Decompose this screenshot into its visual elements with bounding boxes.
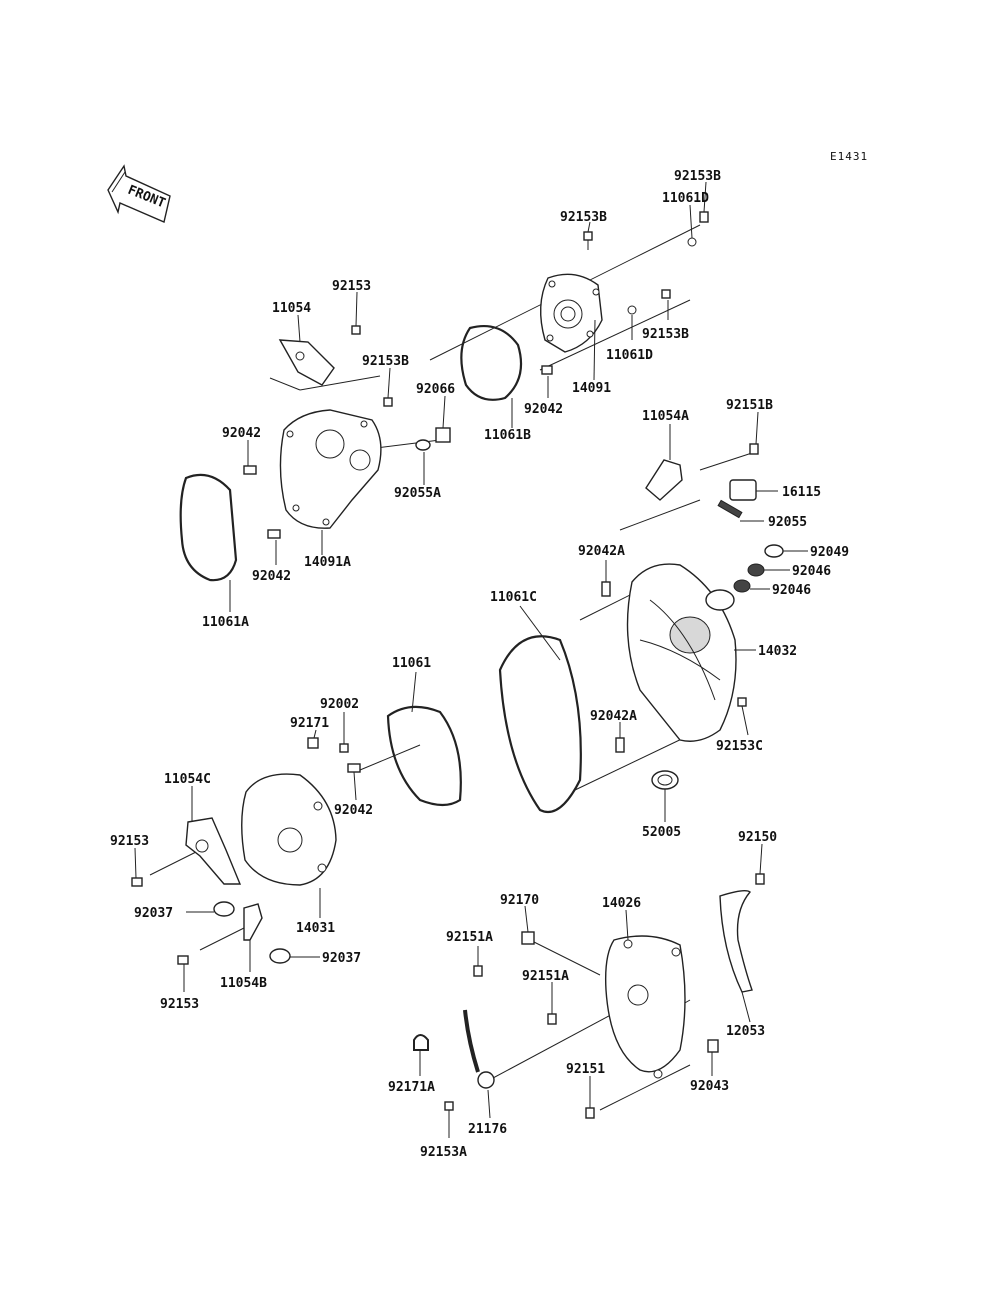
label-92153b: 92153B <box>674 169 721 184</box>
label-12053: 12053 <box>726 1024 765 1039</box>
label-92153: 92153 <box>110 834 149 849</box>
label-92042: 92042 <box>222 426 261 441</box>
label-92042: 92042 <box>524 402 563 417</box>
label-92151a: 92151A <box>446 930 493 945</box>
label-16115: 16115 <box>782 485 821 500</box>
label-14091a: 14091A <box>304 555 351 570</box>
label-92153c: 92153C <box>716 739 763 754</box>
label-14031: 14031 <box>296 921 335 936</box>
front-arrow-icon: FRONT <box>107 164 171 223</box>
label-11061d: 11061D <box>606 348 653 363</box>
label-92042a: 92042A <box>590 709 637 724</box>
label-92153: 92153 <box>332 279 371 294</box>
part-labels: 92153B 11061D 92153B 92153 11054 92153B … <box>110 169 849 1160</box>
label-92153b: 92153B <box>362 354 409 369</box>
label-52005: 52005 <box>642 825 681 840</box>
label-11054b: 11054B <box>220 976 267 991</box>
label-11061b: 11061B <box>484 428 531 443</box>
label-92151: 92151 <box>566 1062 605 1077</box>
label-92049: 92049 <box>810 545 849 560</box>
label-92046: 92046 <box>792 564 831 579</box>
cover-14091 <box>429 211 709 401</box>
label-11054: 11054 <box>272 301 311 316</box>
label-11054a: 11054A <box>642 409 689 424</box>
label-92153b: 92153B <box>642 327 689 342</box>
label-92037: 92037 <box>322 951 361 966</box>
label-92171a: 92171A <box>388 1080 435 1095</box>
cover-14091a <box>179 325 451 582</box>
label-92042a: 92042A <box>578 544 625 559</box>
leader-lines <box>134 181 808 1138</box>
label-92055: 92055 <box>768 515 807 530</box>
label-11061c: 11061C <box>490 590 537 605</box>
label-92066: 92066 <box>416 382 455 397</box>
label-92002: 92002 <box>320 697 359 712</box>
label-11061: 11061 <box>392 656 431 671</box>
label-92042: 92042 <box>252 569 291 584</box>
cover-14032 <box>498 443 784 813</box>
label-92153: 92153 <box>160 997 199 1012</box>
diagram-code: E1431 <box>830 150 868 163</box>
label-92046: 92046 <box>772 583 811 598</box>
label-92151a: 92151A <box>522 969 569 984</box>
label-21176: 21176 <box>468 1122 507 1137</box>
label-92150: 92150 <box>738 830 777 845</box>
cover-14026 <box>413 873 765 1119</box>
label-92171: 92171 <box>290 716 329 731</box>
label-92151b: 92151B <box>726 398 773 413</box>
label-14026: 14026 <box>602 896 641 911</box>
label-92055a: 92055A <box>394 486 441 501</box>
label-92042: 92042 <box>334 803 373 818</box>
label-92043: 92043 <box>690 1079 729 1094</box>
label-92153a: 92153A <box>420 1145 467 1160</box>
label-92153b: 92153B <box>560 210 607 225</box>
label-14091: 14091 <box>572 381 611 396</box>
label-11054c: 11054C <box>164 772 211 787</box>
label-92037: 92037 <box>134 906 173 921</box>
label-92170: 92170 <box>500 893 539 908</box>
label-14032: 14032 <box>758 644 797 659</box>
cover-14031 <box>131 705 462 965</box>
label-11061a: 11061A <box>202 615 249 630</box>
label-11061d: 11061D <box>662 191 709 206</box>
